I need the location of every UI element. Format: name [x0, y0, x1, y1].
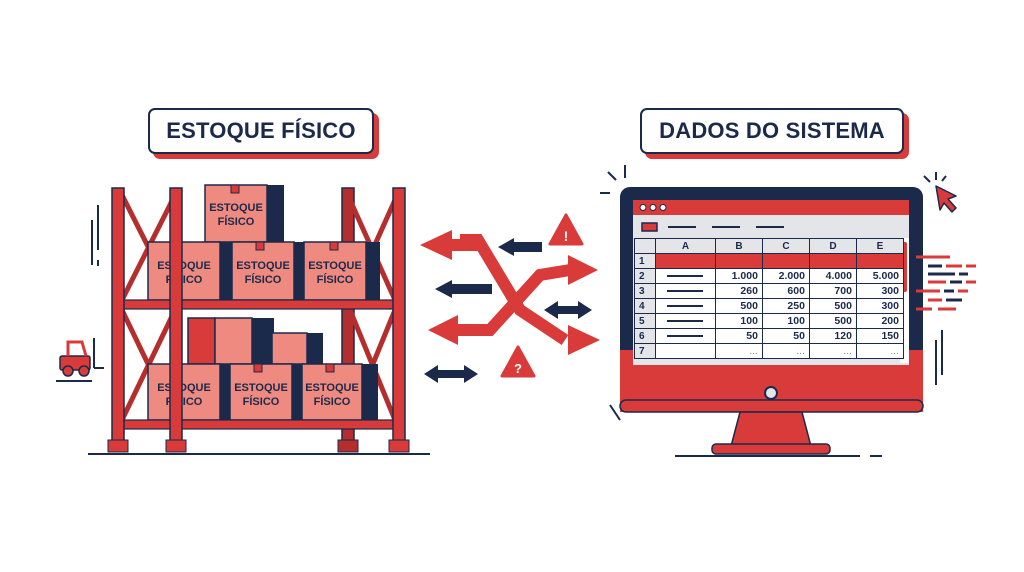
svg-text:!: ! [564, 228, 569, 244]
table-row: 7 ... ... ... ... [634, 343, 905, 359]
spreadsheet-table: A B C D E 1 2 1.000 2.000 4.000 5.000 3 … [634, 238, 905, 359]
table-cell[interactable]: 50 [761, 328, 810, 344]
table-cell[interactable]: 600 [761, 283, 810, 299]
svg-text:FÍSICO: FÍSICO [314, 395, 351, 408]
double-arrow-icon [424, 301, 592, 383]
table-cell[interactable]: 120 [808, 328, 857, 344]
svg-text:ESTOQUE: ESTOQUE [308, 260, 362, 272]
svg-text:FÍSICO: FÍSICO [317, 273, 354, 286]
table-cell[interactable]: 50 [714, 328, 763, 344]
table-cell[interactable]: 100 [761, 313, 810, 329]
table-cell[interactable]: 2.000 [761, 268, 810, 284]
table-cell[interactable]: 500 [808, 313, 857, 329]
table-cell[interactable] [655, 283, 716, 299]
forklift-icon [56, 338, 104, 382]
svg-text:?: ? [514, 361, 522, 376]
table-cell[interactable] [714, 253, 763, 269]
table-cell[interactable]: 500 [714, 298, 763, 314]
table-cell[interactable]: 250 [761, 298, 810, 314]
table-cell[interactable] [808, 253, 857, 269]
svg-text:ESTOQUE: ESTOQUE [234, 382, 288, 394]
svg-text:ESTOQUE: ESTOQUE [157, 260, 211, 272]
svg-text:ESTOQUE: ESTOQUE [209, 202, 263, 214]
table-cell[interactable]: 150 [855, 328, 905, 344]
table-cell[interactable]: 700 [808, 283, 857, 299]
table-row: 4 500 250 500 300 [634, 298, 905, 314]
column-header[interactable]: E [855, 238, 905, 254]
table-cell[interactable]: ... [761, 343, 810, 359]
warning-exclamation-icon: ! [548, 213, 584, 246]
table-cell[interactable]: ... [714, 343, 763, 359]
table-row: 3 260 600 700 300 [634, 283, 905, 299]
table-cell[interactable]: 500 [808, 298, 857, 314]
column-header[interactable]: B [714, 238, 763, 254]
table-cell[interactable] [655, 328, 716, 344]
table-row: 5 100 100 500 200 [634, 313, 905, 329]
physical-stock-title: ESTOQUE FÍSICO [148, 108, 374, 154]
column-header[interactable]: A [655, 238, 716, 254]
table-cell[interactable]: ... [855, 343, 905, 359]
table-row: 6 50 50 120 150 [634, 328, 905, 344]
table-cell[interactable]: 100 [714, 313, 763, 329]
table-cell[interactable] [655, 298, 716, 314]
crossing-arrows-icon: ! ? [420, 213, 600, 383]
table-cell[interactable] [655, 253, 716, 269]
table-cell[interactable]: 200 [855, 313, 905, 329]
table-cell[interactable]: 300 [855, 298, 905, 314]
table-row: 2 1.000 2.000 4.000 5.000 [634, 268, 905, 284]
table-row: 1 [634, 253, 905, 269]
warning-question-icon: ? [500, 345, 536, 378]
table-cell[interactable] [655, 343, 716, 359]
table-cell[interactable]: 1.000 [714, 268, 763, 284]
system-data-title: DADOS DO SISTEMA [640, 108, 904, 154]
svg-text:FÍSICO: FÍSICO [243, 395, 280, 408]
table-cell[interactable] [855, 253, 905, 269]
left-arrow-icon [435, 238, 542, 298]
mouse-cursor-icon [923, 172, 957, 213]
svg-text:ESTOQUE: ESTOQUE [157, 382, 211, 394]
column-header[interactable]: C [761, 238, 810, 254]
table-cell[interactable] [655, 268, 716, 284]
table-cell[interactable]: 5.000 [855, 268, 905, 284]
table-cell[interactable]: ... [808, 343, 857, 359]
table-cell[interactable] [655, 313, 716, 329]
svg-text:FÍSICO: FÍSICO [245, 273, 282, 286]
table-cell[interactable]: 4.000 [808, 268, 857, 284]
table-cell[interactable]: 300 [855, 283, 905, 299]
svg-text:FÍSICO: FÍSICO [218, 215, 255, 228]
column-header[interactable]: D [808, 238, 857, 254]
warehouse-rack-icon: ESTOQUE FÍSICO ESTOQUE FÍSICO ESTOQUE FÍ… [88, 184, 430, 455]
table-cell[interactable] [761, 253, 810, 269]
table-cell[interactable]: 260 [714, 283, 763, 299]
boxes-icon: ESTOQUE FÍSICO ESTOQUE FÍSICO ESTOQUE FÍ… [147, 184, 380, 421]
svg-text:ESTOQUE: ESTOQUE [236, 260, 290, 272]
svg-text:ESTOQUE: ESTOQUE [305, 382, 359, 394]
